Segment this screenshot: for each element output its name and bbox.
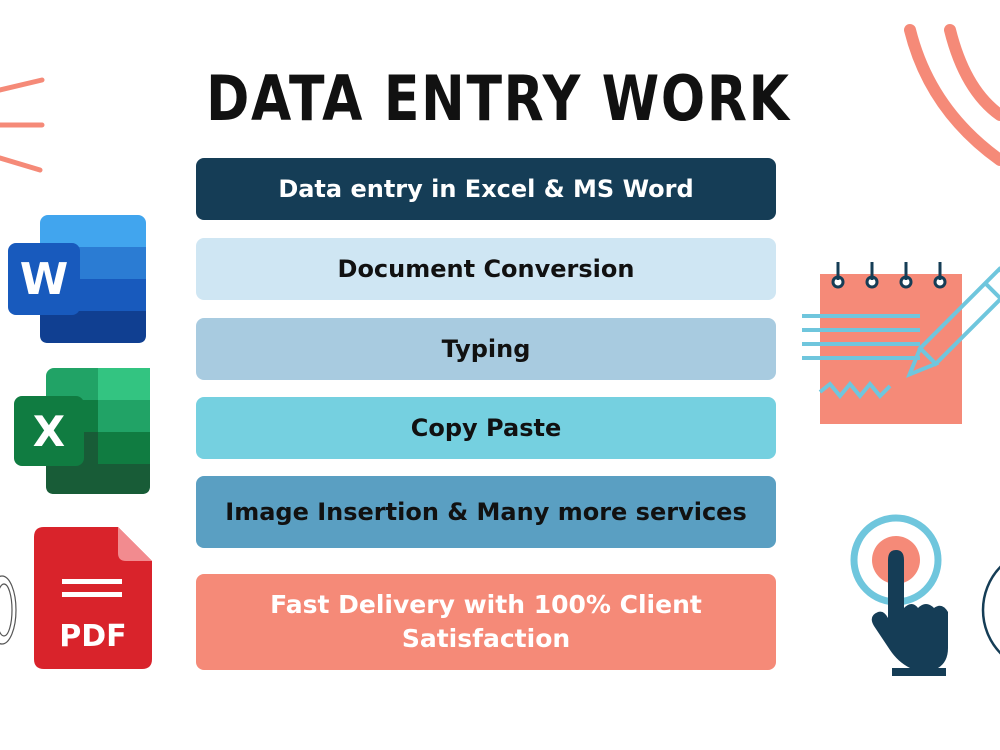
excel-letter: X — [32, 406, 66, 456]
word-letter: W — [19, 253, 69, 305]
service-fast-delivery: Fast Delivery with 100% Client Satisfact… — [196, 574, 776, 670]
word-icon: W — [8, 215, 146, 343]
decorative-rays — [0, 77, 45, 173]
notepad-pencil-icon — [802, 262, 1000, 424]
service-copy-paste: Copy Paste — [196, 397, 776, 459]
service-excel-word: Data entry in Excel & MS Word — [196, 158, 776, 220]
service-document-conversion: Document Conversion — [196, 238, 776, 300]
decorative-arcs — [904, 24, 1000, 166]
excel-icon: X — [14, 368, 150, 494]
decorative-circle — [981, 565, 1000, 655]
pdf-label: PDF — [59, 619, 127, 654]
service-image-insertion: Image Insertion & Many more services — [196, 476, 776, 548]
service-typing: Typing — [196, 318, 776, 380]
page-title: DATA ENTRY WORK — [206, 62, 791, 135]
tap-hand-icon — [850, 514, 948, 676]
pdf-icon: PDF — [34, 527, 152, 669]
decorative-line-art — [0, 575, 17, 645]
